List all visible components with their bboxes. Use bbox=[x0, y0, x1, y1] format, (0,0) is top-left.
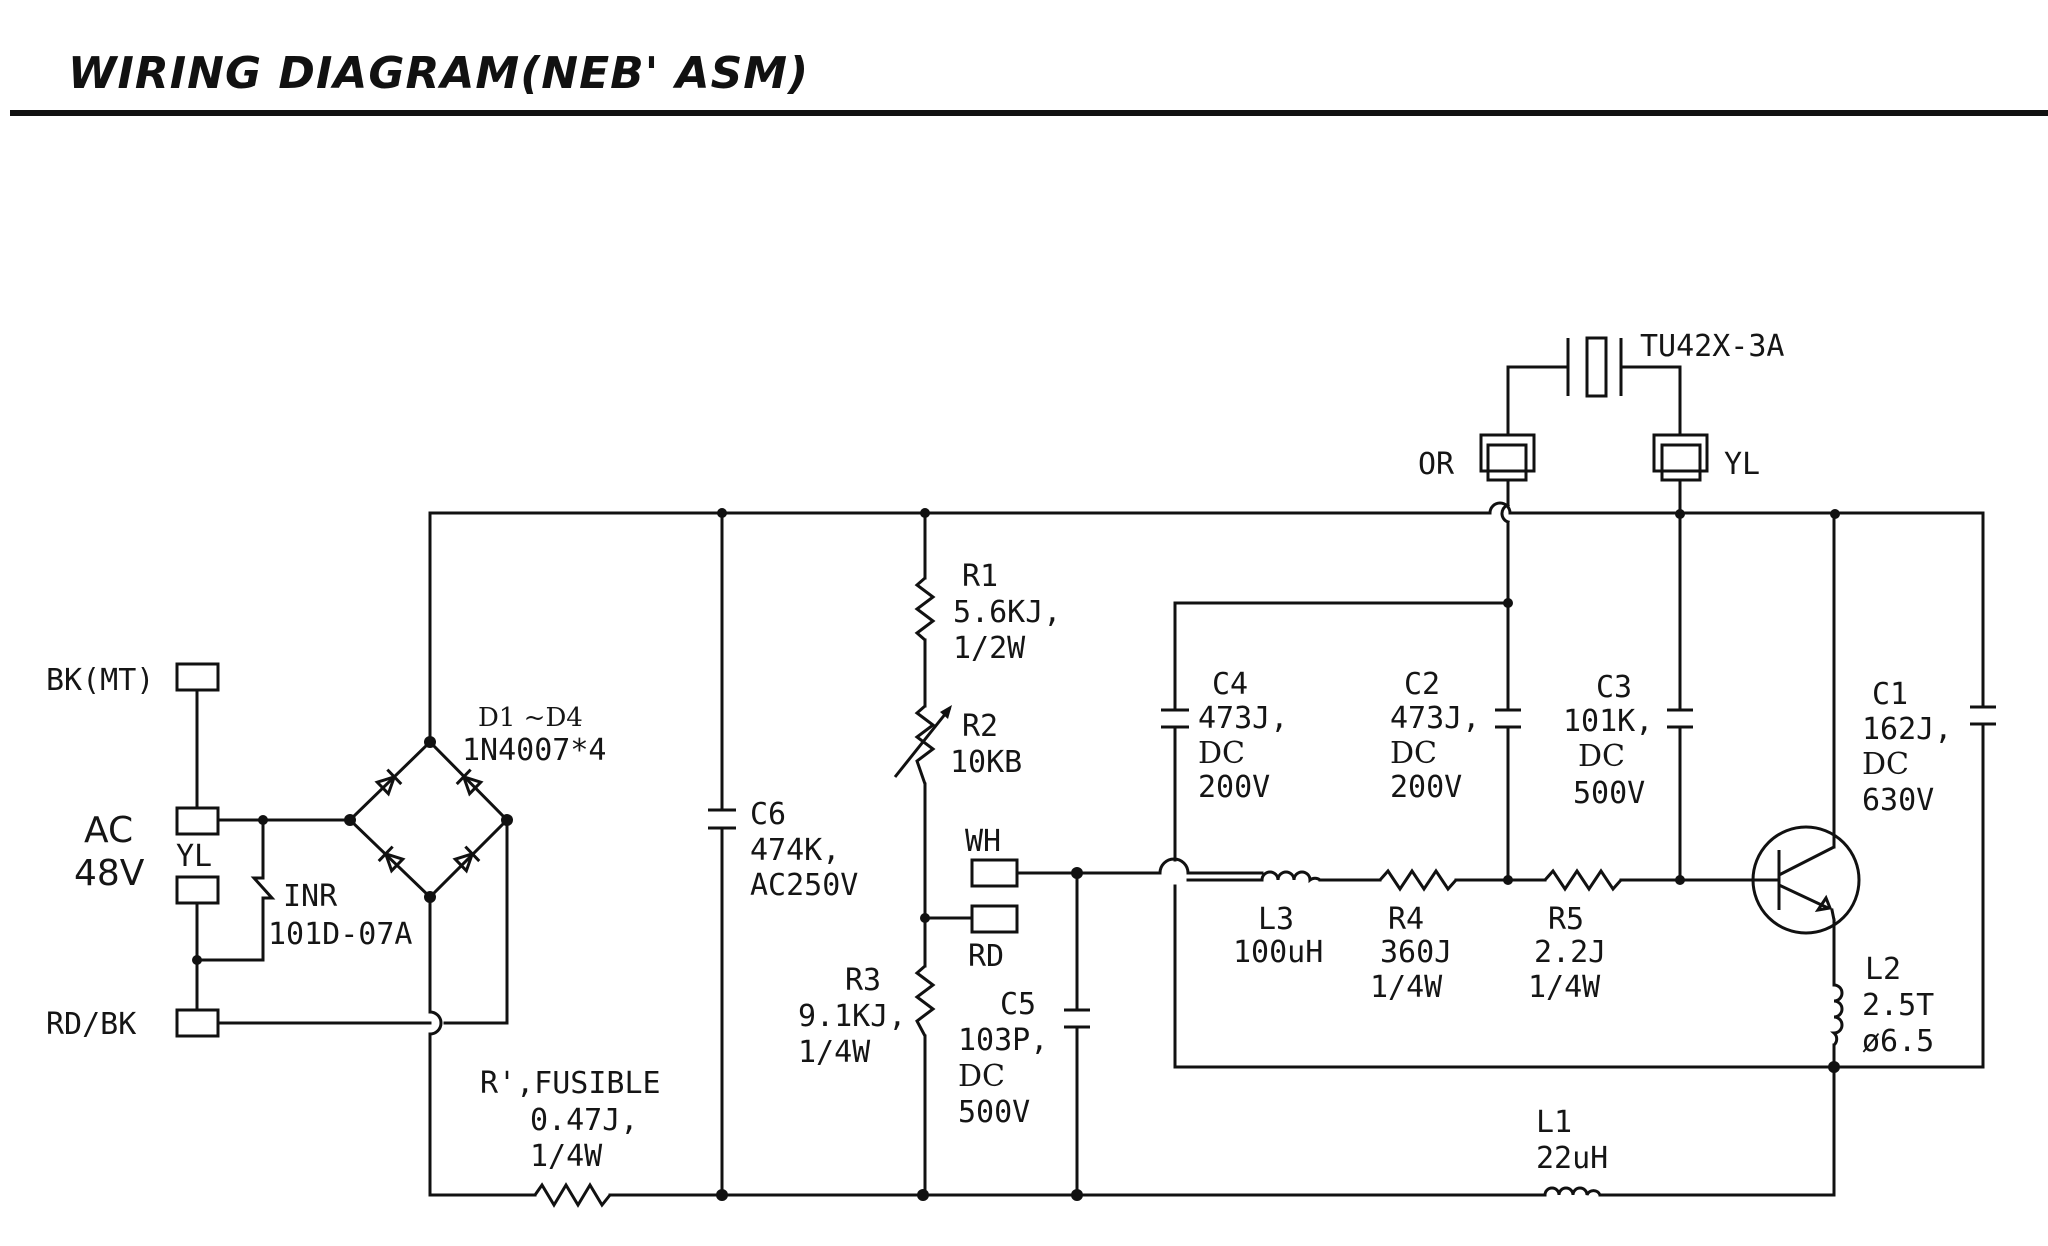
label-r4-value: 360J bbox=[1380, 935, 1452, 970]
label-c4-ref: C4 bbox=[1212, 667, 1248, 702]
label-r5-power: 1/4W bbox=[1528, 970, 1601, 1005]
resistor-r4 bbox=[1378, 868, 1458, 892]
label-c6-value: 474K, bbox=[750, 833, 840, 868]
label-c3-rating1: DC bbox=[1578, 739, 1625, 774]
label-r4-ref: R4 bbox=[1388, 902, 1424, 937]
connector-or bbox=[1479, 433, 1536, 473]
label-c5-rating2: 500V bbox=[958, 1095, 1030, 1130]
label-l2-value: 2.5T bbox=[1862, 988, 1934, 1023]
label-l3-ref: L3 bbox=[1258, 902, 1294, 937]
label-c6-ref: C6 bbox=[750, 797, 786, 832]
resistor-r3 bbox=[914, 964, 936, 1037]
label-r5-value: 2.2J bbox=[1534, 935, 1606, 970]
label-yl-left: YL bbox=[176, 839, 212, 874]
label-rd: RD bbox=[968, 939, 1004, 974]
label-r4-power: 1/4W bbox=[1370, 970, 1443, 1005]
label-r1-ref: R1 bbox=[962, 559, 998, 594]
label-c3-rating2: 500V bbox=[1573, 776, 1645, 811]
label-bridge-value: 1N4007*4 bbox=[462, 733, 607, 768]
label-fusible-ref: R',FUSIBLE bbox=[480, 1066, 661, 1101]
inductor-l2 bbox=[1830, 983, 1844, 1047]
label-l2-ref: L2 bbox=[1865, 952, 1901, 987]
inductor-l1 bbox=[1543, 1186, 1602, 1196]
inductor-l3 bbox=[1260, 870, 1321, 884]
label-fusible-power: 1/4W bbox=[530, 1139, 603, 1174]
label-inr-value: 101D-07A bbox=[268, 917, 413, 952]
label-r2-value: 10KB bbox=[950, 745, 1022, 780]
diode-d1 bbox=[374, 768, 403, 797]
label-c6-rating: AC250V bbox=[750, 868, 858, 903]
label-c1-rating1: DC bbox=[1862, 747, 1909, 782]
label-c4-rating2: 200V bbox=[1198, 770, 1270, 805]
label-c4-value: 473J, bbox=[1198, 701, 1288, 736]
label-c2-ref: C2 bbox=[1404, 667, 1440, 702]
label-c2-rating1: DC bbox=[1390, 736, 1437, 771]
label-wh: WH bbox=[965, 824, 1001, 859]
bridge-rectifier: D1 ~D4 1N4007*4 bbox=[344, 703, 607, 903]
label-l2-size: ø6.5 bbox=[1862, 1024, 1934, 1059]
tube-element bbox=[1585, 336, 1608, 398]
diagram-title: WIRING DIAGRAM(NEB' ASM) bbox=[68, 48, 809, 99]
label-r1-power: 1/2W bbox=[953, 631, 1026, 666]
label-bk-mt: BK(MT) bbox=[46, 663, 154, 698]
connector-rd bbox=[970, 904, 1019, 934]
input-section: BK(MT) AC 48V YL RD/BK INR 101D-07A bbox=[46, 662, 509, 1042]
connector-bk-mt bbox=[175, 662, 220, 692]
diode-d2 bbox=[455, 768, 484, 797]
resistor-r5 bbox=[1543, 868, 1623, 892]
resistor-chain: R1 5.6KJ, 1/2W R2 10KB R3 9.1KJ, 1/4W bbox=[798, 511, 1061, 1197]
connector-ac-top bbox=[175, 806, 220, 836]
potentiometer-r2 bbox=[914, 704, 936, 785]
transistor bbox=[1751, 512, 1861, 987]
label-c2-value: 473J, bbox=[1390, 701, 1480, 736]
label-c1-value: 162J, bbox=[1862, 712, 1952, 747]
label-fusible-value: 0.47J, bbox=[530, 1103, 638, 1138]
label-bridge-ref: D1 ~D4 bbox=[478, 703, 583, 733]
connector-ac-bottom bbox=[175, 875, 220, 905]
label-c4-rating1: DC bbox=[1198, 736, 1245, 771]
label-48v: 48V bbox=[74, 853, 145, 894]
label-yl-right: YL bbox=[1724, 447, 1760, 482]
label-c5-value: 103P, bbox=[958, 1023, 1048, 1058]
label-c3-ref: C3 bbox=[1596, 670, 1632, 705]
label-r3-power: 1/4W bbox=[798, 1035, 871, 1070]
capacitor-c5: C5 103P, DC 500V bbox=[958, 871, 1090, 1197]
label-r1-value: 5.6KJ, bbox=[953, 595, 1061, 630]
diode-d3 bbox=[377, 845, 406, 874]
resistor-fusible: R',FUSIBLE 0.47J, 1/4W bbox=[480, 1066, 661, 1208]
diode-d4 bbox=[452, 845, 481, 874]
label-r3-value: 9.1KJ, bbox=[798, 999, 906, 1034]
label-tube-ref: TU42X-3A bbox=[1640, 329, 1785, 364]
label-l1-ref: L1 bbox=[1536, 1105, 1572, 1140]
label-l3-value: 100uH bbox=[1233, 935, 1323, 970]
label-c2-rating2: 200V bbox=[1390, 770, 1462, 805]
capacitor-c6: C6 474K, AC250V bbox=[708, 511, 858, 1197]
connector-rd-bk bbox=[175, 1008, 220, 1038]
varistor-inr bbox=[250, 876, 276, 900]
label-c5-ref: C5 bbox=[1000, 987, 1036, 1022]
label-c1-ref: C1 bbox=[1872, 677, 1908, 712]
label-c1-rating2: 630V bbox=[1862, 783, 1934, 818]
label-r3-ref: R3 bbox=[845, 963, 881, 998]
label-l1-value: 22uH bbox=[1536, 1141, 1608, 1176]
tube-section: TU42X-3A OR YL bbox=[1418, 329, 1785, 516]
label-r5-ref: R5 bbox=[1548, 902, 1584, 937]
label-or: OR bbox=[1418, 447, 1455, 482]
label-rd-bk: RD/BK bbox=[46, 1007, 136, 1042]
resistor-r1 bbox=[914, 576, 936, 642]
wh-rd-connectors: WH RD bbox=[923, 824, 1264, 974]
connector-wh bbox=[970, 858, 1019, 888]
label-inr-ref: INR bbox=[283, 879, 338, 914]
main-rails bbox=[428, 501, 1985, 1201]
oscillator-section: C4 473J, DC 200V C2 473J, DC 200V C3 101… bbox=[1161, 488, 1996, 1196]
connector-yl-right bbox=[1652, 433, 1709, 473]
label-c5-rating1: DC bbox=[958, 1059, 1005, 1094]
label-c3-value: 101K, bbox=[1563, 704, 1653, 739]
label-ac: AC bbox=[84, 810, 133, 851]
label-r2-ref: R2 bbox=[962, 709, 998, 744]
